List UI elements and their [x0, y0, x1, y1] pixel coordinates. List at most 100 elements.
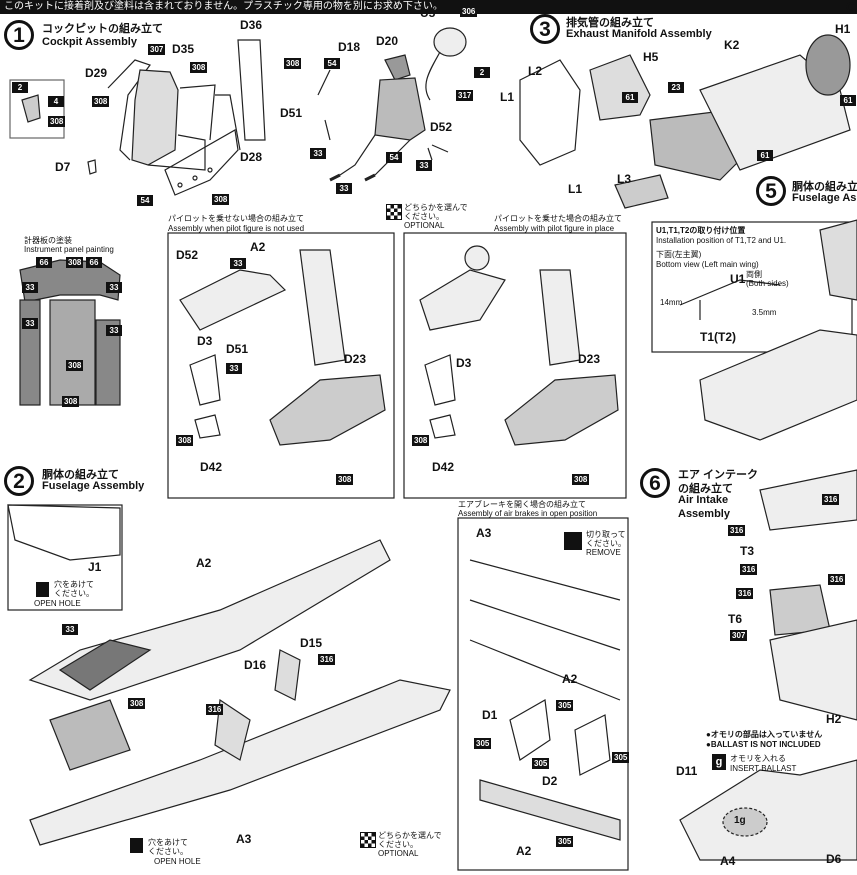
ballast-weight: 1g	[734, 815, 746, 826]
part-a2: A2	[196, 556, 212, 570]
no-pilot-en: Assembly when pilot figure is not used	[168, 224, 305, 233]
color-tag: 316	[740, 564, 758, 575]
color-tag: 66	[86, 257, 102, 268]
color-tag: 308	[92, 96, 110, 107]
color-tag: 33	[106, 325, 122, 336]
part-d20: D20	[376, 34, 399, 48]
optional-jp2: ください。	[404, 212, 444, 221]
step-1-number: 1	[4, 20, 34, 50]
dim-3-5mm: 3.5mm	[752, 308, 777, 317]
color-tag: 308	[284, 58, 302, 69]
part-d28: D28	[240, 150, 263, 164]
insert-jp: オモリを入れる	[730, 754, 786, 763]
color-tag: 305	[474, 738, 492, 749]
pilot-jp: パイロットを乗せた場合の組み立て	[494, 214, 622, 223]
color-tag: 54	[386, 152, 402, 163]
part-d23: D23	[344, 352, 367, 366]
step-3-title-en: Exhaust Manifold Assembly	[566, 28, 712, 40]
part-d3: D3	[197, 334, 213, 348]
part-d35: D35	[172, 42, 195, 56]
part-d23: D23	[578, 352, 601, 366]
part-d18: D18	[338, 40, 361, 54]
panel-title-en: Instrument panel painting	[24, 245, 114, 254]
drill-hole-icon	[130, 838, 143, 853]
part-a3: A3	[476, 526, 492, 540]
no-pilot-jp: パイロットを乗せない場合の組み立て	[168, 214, 304, 223]
step-5-title-en: Fuselage As	[792, 192, 857, 204]
part-t6: T6	[728, 612, 743, 626]
color-tag: 305	[556, 836, 574, 847]
airbrake-jp: エアブレーキを開く場合の組み立て	[458, 500, 586, 509]
color-tag: 316	[318, 654, 336, 665]
step-2-number: 2	[4, 466, 34, 496]
color-tag: 308	[212, 194, 230, 205]
step-3-number: 3	[530, 14, 560, 44]
color-tag: 308	[176, 435, 194, 446]
drill-hole-icon	[36, 582, 49, 597]
part-d2: D2	[542, 774, 558, 788]
color-tag: 308	[66, 360, 84, 371]
part-a2: A2	[250, 240, 266, 254]
optional2-jp2: ください。	[378, 840, 418, 849]
part-d15: D15	[300, 636, 323, 650]
color-tag: 33	[226, 363, 242, 374]
color-tag: 307	[730, 630, 748, 641]
part-a2: A2	[516, 844, 532, 858]
step-1-title-jp: コックピットの組み立て	[42, 23, 163, 35]
part-d16: D16	[244, 658, 267, 672]
color-tag: 305	[532, 758, 550, 769]
pilot-en: Assembly with pilot figure in place	[494, 224, 615, 233]
color-tag: 317	[456, 90, 474, 101]
color-tag: 61	[622, 92, 638, 103]
part-d52: D52	[430, 120, 453, 134]
part-h1: H1	[835, 22, 851, 36]
bottom-en: Bottom view (Left main wing)	[656, 260, 759, 269]
color-tag: 33	[106, 282, 122, 293]
remove-jp: 切り取って	[586, 530, 626, 539]
panel-title-jp: 計器板の塗装	[24, 236, 72, 245]
part-k2: K2	[724, 38, 740, 52]
airbrake-en: Assembly of air brakes in open position	[458, 509, 598, 518]
hole2-jp: 穴をあけて	[148, 838, 188, 847]
install-jp: U1,T1,T2の取り付け位置	[656, 226, 746, 235]
part-l1: L1	[500, 90, 515, 104]
part-d42: D42	[200, 460, 223, 474]
hole-en: OPEN HOLE	[34, 599, 81, 608]
color-tag: 33	[310, 148, 326, 159]
part-u5: U5	[420, 6, 436, 20]
color-tag: 316	[736, 588, 754, 599]
color-tag: 305	[612, 752, 630, 763]
part-l3: L3	[617, 172, 632, 186]
color-tag: 308	[62, 396, 80, 407]
color-tag: 54	[137, 195, 153, 206]
color-tag: 308	[572, 474, 590, 485]
checker-optional-icon	[360, 832, 376, 848]
insert-en: INSERT BALLAST	[730, 764, 797, 773]
color-tag: 33	[336, 183, 352, 194]
notice-bar: このキットに接着剤及び塗料は含まれておりません。プラスチック専用の物を別にお求め…	[0, 0, 857, 14]
part-d51: D51	[280, 106, 303, 120]
both-sides-jp: 両側	[746, 270, 762, 279]
step-2-title-en: Fuselage Assembly	[42, 480, 145, 492]
part-d1: D1	[482, 708, 498, 722]
part-j1: J1	[88, 560, 102, 574]
part-d52: D52	[176, 248, 199, 262]
color-tag: 308	[128, 698, 146, 709]
color-tag: 305	[556, 700, 574, 711]
color-tag: 316	[828, 574, 846, 585]
color-tag: 33	[230, 258, 246, 269]
part-d51: D51	[226, 342, 249, 356]
hole-jp: 穴をあけて	[54, 580, 94, 589]
step-6-title-jp: エア インテーク	[678, 469, 759, 481]
color-tag: 33	[22, 318, 38, 329]
part-t1-t2: T1(T2)	[700, 330, 736, 344]
part-a4: A4	[720, 854, 736, 868]
part-d3: D3	[456, 356, 472, 370]
color-tag: 308	[190, 62, 208, 73]
color-tag: 316	[822, 494, 840, 505]
part-d36: D36	[240, 18, 263, 32]
part-l1: L1	[568, 182, 583, 196]
step-3-title-jp: 排気管の組み立て	[566, 17, 654, 29]
color-tag: 66	[36, 257, 52, 268]
